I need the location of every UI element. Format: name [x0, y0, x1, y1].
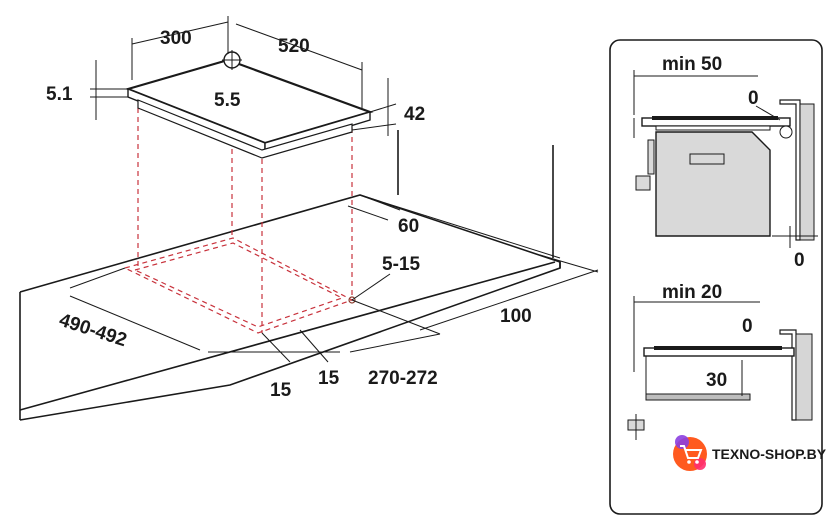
zero-top-label: 0 — [748, 88, 759, 109]
dim-front-gap: 100 — [500, 306, 532, 327]
dim-cutout-depth: 270-272 — [368, 368, 438, 389]
dim-height: 42 — [404, 104, 425, 125]
gap-30-label: 30 — [706, 370, 727, 391]
cart-icon — [680, 445, 703, 464]
min-50-label: min 50 — [662, 54, 722, 75]
detail-top: min 50 0 0 — [633, 54, 818, 271]
min-20-label: min 20 — [662, 282, 722, 303]
countertop — [19, 130, 561, 421]
dim-edge: 5.1 — [46, 84, 73, 105]
dim-width: 300 — [160, 28, 192, 49]
zero-top-label-bottom: 0 — [742, 316, 753, 337]
hob-panel — [124, 50, 374, 159]
detail-bottom: min 20 0 30 — [627, 282, 813, 440]
detail-panel — [609, 39, 823, 515]
dimension-lines — [69, 16, 599, 363]
dim-cutout-corner: 5.5 — [214, 90, 241, 111]
dim-side-b: 15 — [318, 368, 340, 389]
watermark-logo: TEXNO-SHOP.BY — [673, 435, 827, 471]
dim-depth: 520 — [278, 36, 310, 57]
watermark-text: TEXNO-SHOP.BY — [712, 446, 827, 462]
dim-rear-gap: 60 — [398, 216, 419, 237]
dim-radius: 5-15 — [382, 254, 420, 275]
zero-side-label: 0 — [794, 250, 805, 271]
dim-side-a: 15 — [270, 380, 292, 401]
